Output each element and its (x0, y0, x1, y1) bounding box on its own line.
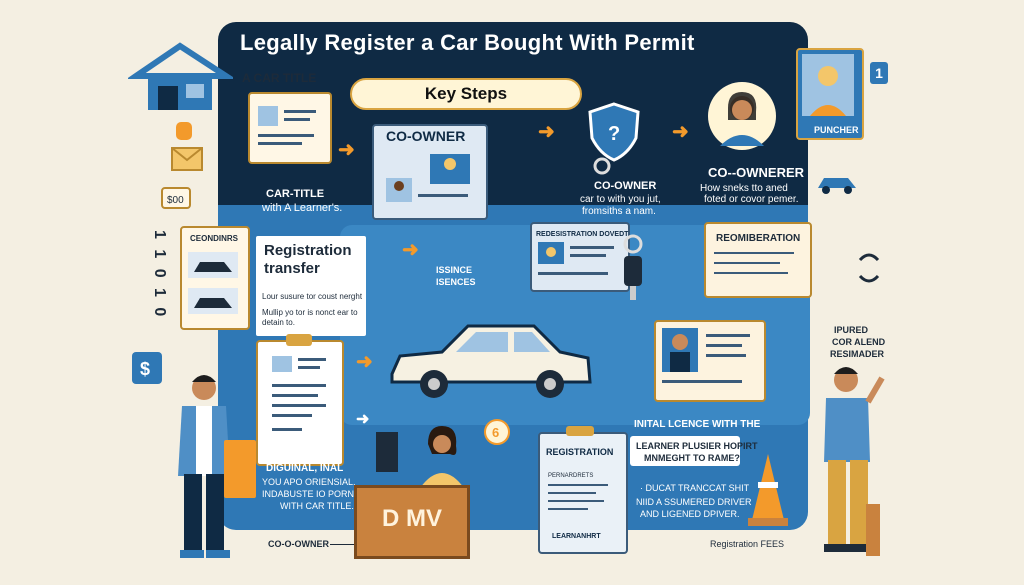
arrow-right-6: ➜ (356, 411, 370, 428)
ducat-text-2: NIID A SSUMERED DRIVER (636, 497, 752, 507)
price-tag-icon: $00 (161, 187, 191, 209)
orange-folder (224, 440, 256, 498)
issince-label-2: ISENCES (436, 277, 476, 287)
learner-permit-text-1: LEARNER PLUSIER HOPIRT (636, 441, 758, 451)
car-title-header: A CAR TITLE (242, 71, 317, 85)
car-small-icon (818, 178, 856, 194)
registration-fees-label: Registration FEES (710, 539, 785, 549)
sedan-car-icon (390, 324, 592, 398)
reg-transfer-text-2: Mullip yo tor is nonct ear to (262, 308, 358, 317)
puncher-label: PUNCHER (814, 125, 859, 135)
co-owner-caption-1: CO-OWNER (594, 180, 657, 192)
man-standing-figure (178, 375, 230, 558)
dmv-clerk-figure (376, 426, 464, 488)
arrow-right-5: ➜ (356, 351, 373, 373)
side-digits: 1 1 0 1 0 (151, 230, 168, 320)
car-title-caption-1: CAR-TITLE (266, 188, 325, 200)
learner-permit-text-2: MNMEGHT TO RAME? (644, 453, 740, 463)
co-ownerer-title: CO--OWNERER (708, 165, 805, 180)
wooden-post (866, 504, 880, 556)
reimbursement-document (704, 222, 812, 298)
svg-text:6: 6 (492, 425, 499, 440)
photo-id-icon (258, 106, 316, 145)
insured-label-1: IPURED (834, 325, 869, 335)
reimbursement-label: REOMIBERATION (716, 233, 801, 244)
arrow-right-3: ➜ (672, 121, 689, 143)
initial-licence-label: INITAL LCENCE WITH THE (634, 419, 761, 430)
ducat-text-3: AND LIGENED DPIVER. (640, 509, 740, 519)
reimbursement-lines (714, 252, 794, 274)
registration-transfer-box (256, 236, 366, 336)
registration-clip-sub: PERNARDRETS (548, 473, 594, 479)
page-title: Legally Register a Car Bought With Permi… (240, 30, 695, 55)
svg-text:$00: $00 (167, 195, 184, 206)
original-text-4: WITH CAR TITLE. (280, 501, 354, 511)
lock-envelope-icon (171, 122, 203, 171)
car-key-icon (623, 234, 643, 300)
registration-photo-icon (538, 242, 614, 275)
co-owner-caption-3: fromsiths a nam. (582, 206, 656, 217)
dmv-label: D MV (382, 505, 442, 532)
clipboard-icon (272, 334, 326, 431)
clip-icon (566, 426, 594, 436)
man-with-pen-figure (824, 367, 885, 552)
step-number-badge: 1 (870, 62, 888, 84)
co-owner-caption-2: car to with you jut, (580, 194, 661, 205)
insured-label-3: RESIMADER (830, 349, 885, 359)
original-text-1: DIGUINAL, INAL (266, 463, 344, 474)
reg-doc-card-label: REDESISTRATION DOVEDT (536, 231, 629, 238)
traffic-cone-icon (748, 454, 788, 526)
car-title-caption-2: with A Learner's. (262, 202, 343, 214)
arrow-right-4: ➜ (402, 239, 419, 261)
shield-key-icon: ? (588, 102, 640, 175)
insured-label-2: COR ALEND (832, 337, 886, 347)
original-text-2: YOU APO ORIENSIAL, (262, 477, 356, 487)
person-on-phone-icon (802, 54, 854, 116)
key-steps-pill: Key Steps (350, 78, 582, 110)
bottom-divider-1 (330, 544, 354, 545)
id-card-photos-icon (386, 154, 470, 202)
co-owner-card-label: CO-OWNER (386, 128, 466, 144)
registration-transfer-label-2: transfer (264, 260, 320, 277)
dollar-icon: $ (132, 352, 162, 384)
man-photo-icon (662, 328, 750, 383)
arrow-right-1: ➜ (338, 139, 355, 161)
registration-transfer-label-1: Registration (264, 242, 352, 259)
co-ownerer-text-2: foted or covor pemer. (704, 194, 799, 205)
conditions-card-label: CEONDINRS (190, 234, 239, 243)
house-icon (128, 42, 233, 110)
svg-text:?: ? (608, 123, 620, 145)
reg-transfer-text-1: Lour susure tor coust nerght (262, 292, 363, 301)
reg-transfer-text-3: detain to. (262, 318, 295, 327)
registration-clip-lines (548, 484, 608, 510)
refresh-icon (858, 253, 880, 283)
woman-avatar (708, 82, 776, 150)
learner-card-label: LEARNANHRT (552, 533, 601, 540)
car-title-document (248, 92, 332, 164)
dmv-desk: D MV (354, 485, 470, 559)
svg-text:$: $ (140, 359, 150, 379)
key-steps-label: Key Steps (424, 84, 508, 103)
co-owner-bottom-label: CO-O-OWNER (268, 539, 329, 549)
chat-bubble-icon: 6 (484, 419, 510, 445)
issince-label-1: ISSINCE (436, 265, 473, 275)
car-photos-icon (188, 252, 238, 314)
original-text-3: INDABUSTE IO PORNI (262, 489, 357, 499)
learner-permit-box (630, 436, 740, 466)
registration-clip-label: REGISTRATION (546, 447, 614, 457)
ducat-text-1: · DUCAT TRANCCAT SHIT (640, 483, 750, 493)
co-ownerer-text-1: How sneks tto aned (700, 183, 788, 194)
arrow-right-2: ➜ (538, 121, 555, 143)
